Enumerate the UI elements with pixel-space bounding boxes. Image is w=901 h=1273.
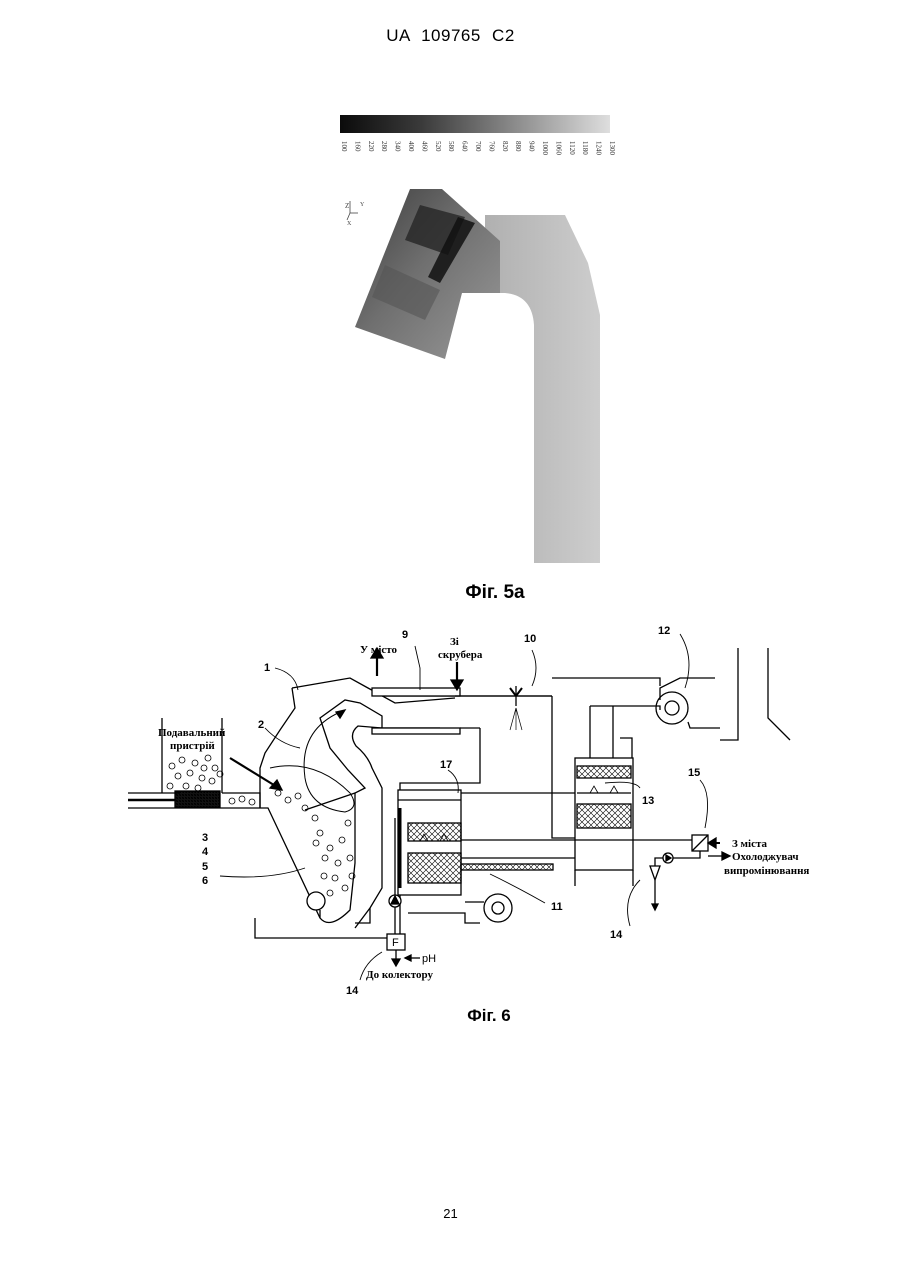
fan-12 — [656, 678, 720, 728]
label-1: 1 — [264, 662, 270, 674]
figure-6-caption: Фіг. 6 — [0, 1006, 901, 1026]
scale-tick-label: 400 — [407, 141, 415, 152]
stack — [720, 648, 790, 740]
radiation-label: випромінювання — [724, 865, 809, 877]
from-scrubber-label-line1: Зі — [450, 636, 459, 648]
label-2: 2 — [258, 719, 264, 731]
bed-particles — [275, 790, 355, 896]
outlet-pipe-11 — [461, 864, 553, 870]
scale-tick-label: 1300 — [608, 141, 616, 156]
label-10: 10 — [524, 633, 536, 645]
label-14-right: 14 — [610, 929, 623, 941]
ph-label: pH — [422, 953, 436, 965]
scale-tick-label: 280 — [380, 141, 388, 152]
feed-arrowhead — [270, 780, 282, 790]
scale-tick-label: 760 — [487, 141, 495, 152]
patent-header: UA 109765 C2 — [0, 26, 901, 46]
axis-x-label: X — [347, 221, 352, 227]
leader-lines — [220, 634, 708, 980]
label-13: 13 — [642, 795, 654, 807]
figure-6: 1 2 3 4 5 6 9 10 11 12 13 14 14 15 17 По… — [120, 618, 840, 998]
scale-tick-label: 1060 — [554, 141, 562, 156]
scale-tick-label: 220 — [367, 141, 375, 152]
label-15: 15 — [688, 767, 700, 779]
to-collector-arrow — [392, 950, 400, 966]
figure-5a-caption: Фіг. 5а — [0, 582, 901, 604]
scale-tick-label: 1000 — [541, 141, 549, 156]
axis-z-label: Z — [345, 202, 349, 210]
label-12: 12 — [658, 625, 670, 637]
heat-exchanger-15 — [668, 835, 730, 860]
scale-tick-label: 1120 — [568, 141, 576, 155]
coolant-label: Охолоджувач — [732, 851, 799, 863]
duct-shape — [485, 215, 600, 563]
temperature-scale-bar — [340, 115, 610, 133]
label-14-bottom: 14 — [346, 985, 359, 997]
label-9: 9 — [402, 629, 408, 641]
gas-arrowhead — [336, 710, 345, 718]
feeder-label-line1: Подавальний — [158, 727, 226, 739]
filter-label: F — [392, 937, 399, 949]
scale-tick-label: 520 — [434, 141, 442, 152]
injection-nozzle — [510, 686, 522, 730]
scale-tick-label: 580 — [447, 141, 455, 152]
feeder-label-line2: пристрій — [170, 740, 215, 752]
ph-arrow — [405, 955, 420, 961]
scale-tick-label: 460 — [420, 141, 428, 152]
to-city-label: У місто — [360, 644, 398, 656]
label-17: 17 — [440, 759, 452, 771]
scale-tick-label: 160 — [353, 141, 361, 152]
pump-right — [650, 853, 673, 910]
temperature-scale-labels: 100 160 220 280 340 400 460 520 580 640 700 760 820 8… — [340, 141, 616, 156]
central-scrubber-17 — [398, 790, 512, 923]
scale-tick-label: 100 — [340, 141, 348, 152]
to-collector-label: До колектору — [366, 969, 433, 981]
scale-tick-label: 700 — [474, 141, 482, 152]
scale-tick-label: 1240 — [595, 141, 603, 156]
figure-5a-drawing: 100 160 220 280 340 400 460 520 580 640 700 760 820 8… — [300, 105, 640, 575]
axis-y-label: Y — [360, 202, 365, 208]
page-number: 21 — [0, 1206, 901, 1221]
scale-tick-label: 1180 — [581, 141, 589, 155]
label-6: 6 — [202, 875, 208, 887]
scale-tick-label: 640 — [461, 141, 469, 152]
figure-5a: 100 160 220 280 340 400 460 520 580 640 700 760 820 8… — [300, 105, 640, 575]
label-11: 11 — [551, 901, 563, 913]
from-scrubber-arrow — [451, 662, 463, 690]
scale-tick-label: 820 — [501, 141, 509, 152]
scale-tick-label: 340 — [394, 141, 402, 152]
from-scrubber-label-line2: скрубера — [438, 649, 483, 661]
from-city-label: З міста — [732, 838, 768, 850]
label-3: 3 — [202, 832, 208, 844]
scale-tick-label: 880 — [514, 141, 522, 152]
scale-tick-label: 940 — [528, 141, 536, 152]
figure-6-diagram: 1 2 3 4 5 6 9 10 11 12 13 14 14 15 17 По… — [120, 618, 840, 998]
label-4: 4 — [202, 846, 209, 858]
label-5: 5 — [202, 861, 208, 873]
